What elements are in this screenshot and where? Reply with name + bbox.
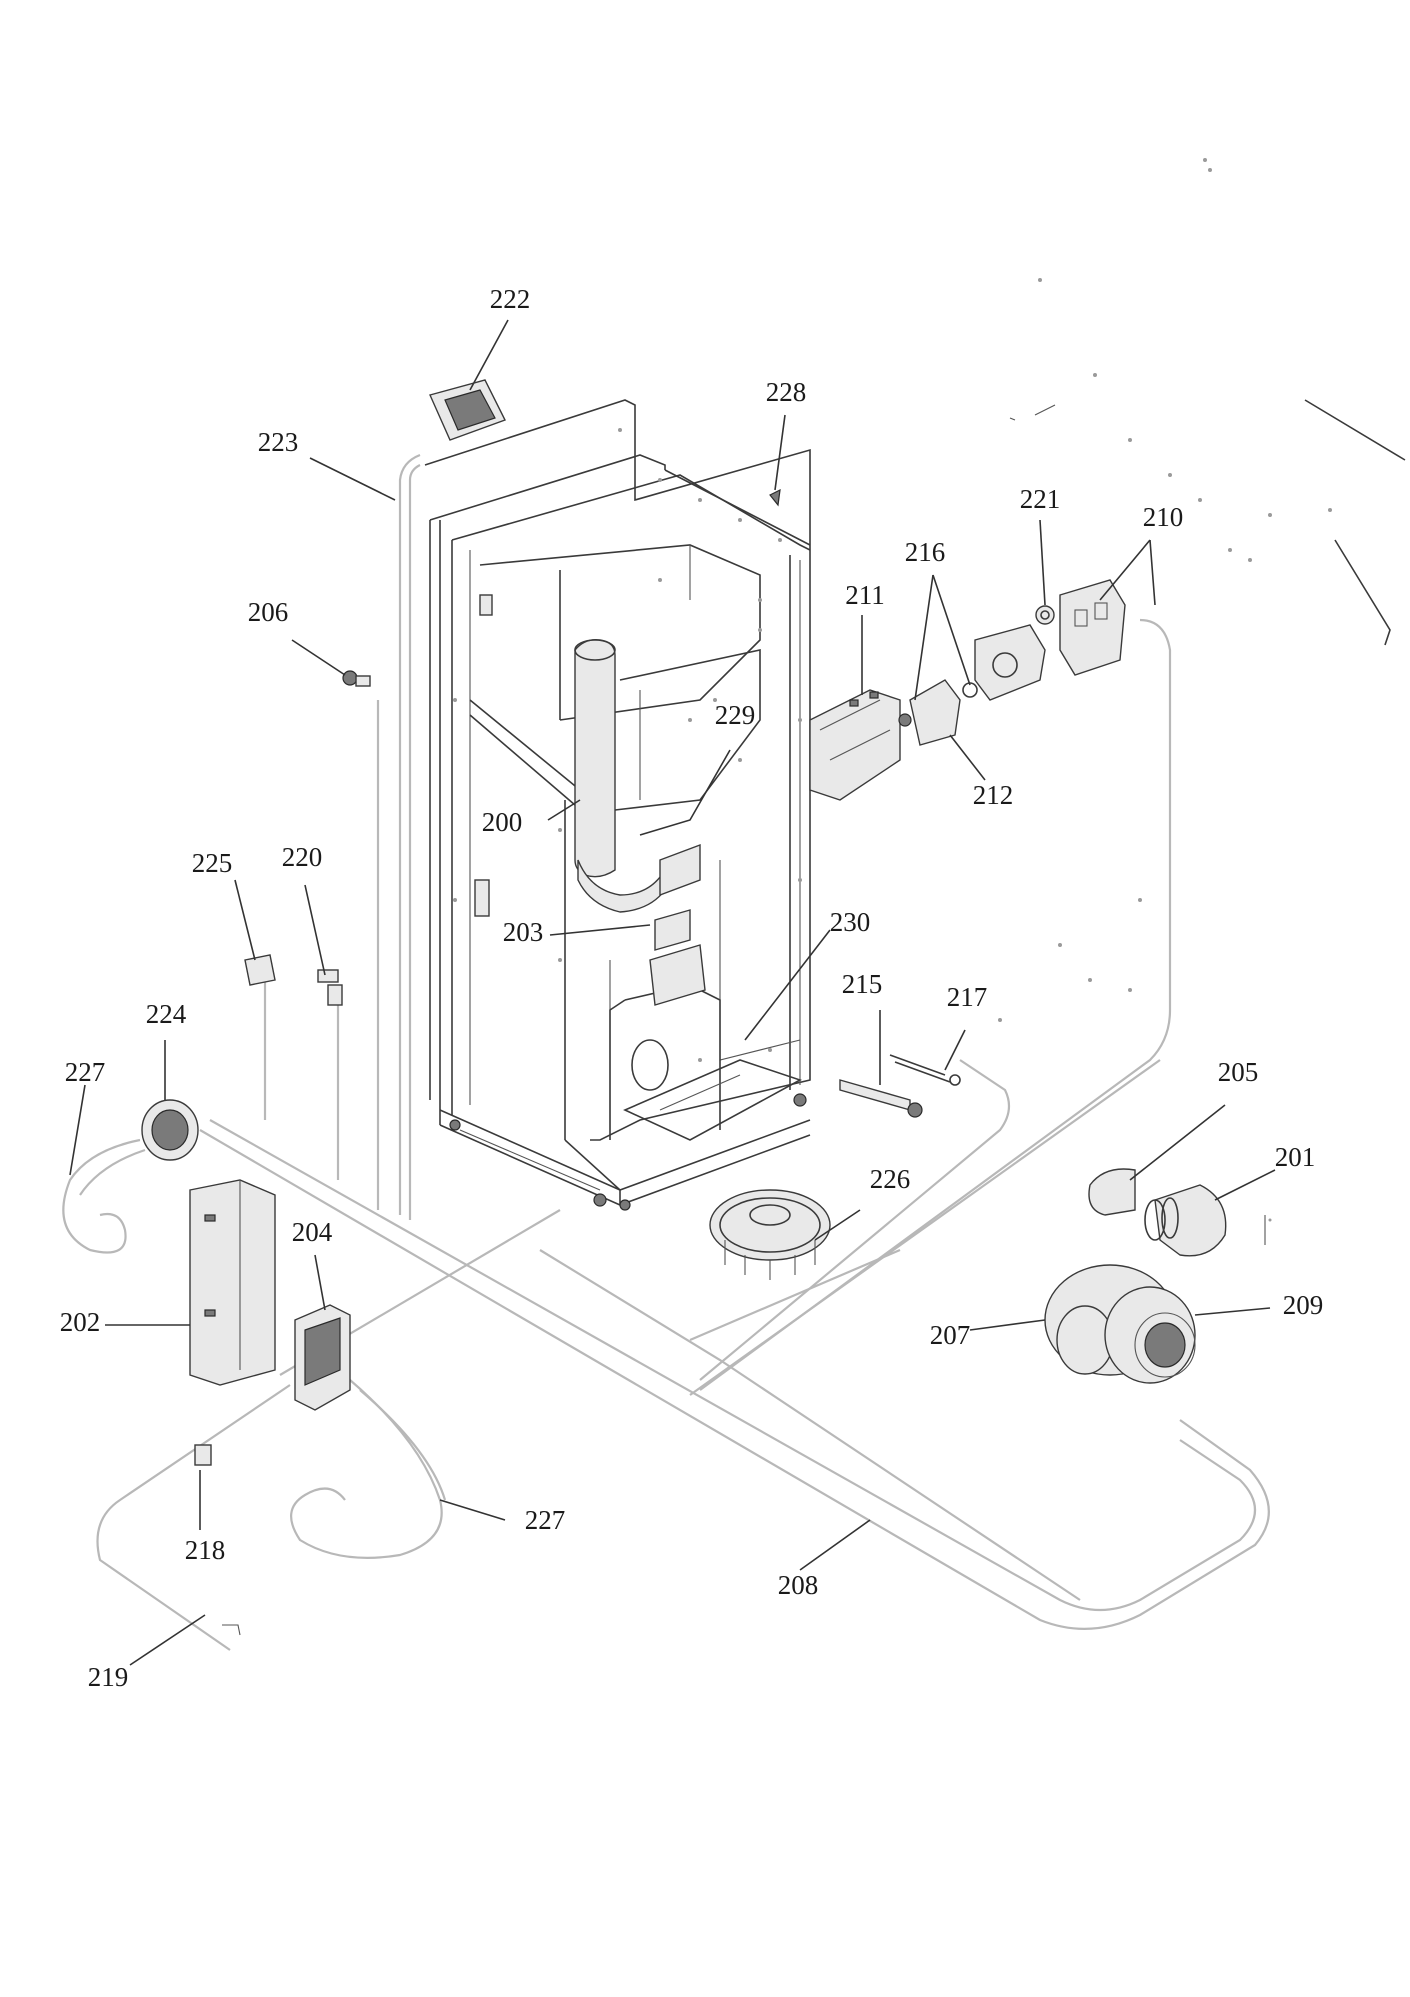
scan-artifacts bbox=[998, 158, 1406, 1245]
label-208: 208 bbox=[778, 1570, 819, 1600]
label-209: 209 bbox=[1283, 1290, 1324, 1320]
small-components bbox=[141, 379, 781, 1636]
label-225: 225 bbox=[192, 848, 233, 878]
label-202: 202 bbox=[60, 1307, 101, 1337]
label-215: 215 bbox=[842, 969, 883, 999]
label-218: 220 bbox=[282, 842, 323, 872]
label-217: 217 bbox=[947, 982, 988, 1012]
part-labels: 222 223 228 206 200 229 203 230 211 216 … bbox=[60, 284, 1324, 1692]
label-206: 206 bbox=[248, 597, 289, 627]
label-226: 226 bbox=[870, 1164, 911, 1194]
label-200: 200 bbox=[482, 807, 523, 837]
label-219: 221 bbox=[1020, 484, 1061, 514]
leader-lines bbox=[69, 319, 1276, 1666]
label-220: 218 bbox=[185, 1535, 226, 1565]
label-230: 230 bbox=[830, 907, 871, 937]
label-222: 219 bbox=[88, 1662, 129, 1692]
frame-rivets bbox=[453, 428, 802, 1062]
blowers bbox=[709, 1054, 1227, 1384]
cabinet-frame bbox=[424, 399, 811, 1211]
label-211: 211 bbox=[845, 580, 885, 610]
label-227-lower: 227 bbox=[525, 1505, 566, 1535]
label-201: 201 bbox=[1275, 1142, 1316, 1172]
label-227-upper: 227 bbox=[65, 1057, 106, 1087]
label-224: 223 bbox=[258, 427, 299, 457]
label-229: 229 bbox=[715, 700, 756, 730]
label-205: 205 bbox=[1218, 1057, 1259, 1087]
label-207: 207 bbox=[930, 1320, 971, 1350]
label-204: 204 bbox=[292, 1217, 333, 1247]
label-210: 210 bbox=[1143, 502, 1184, 532]
auger-motor-assembly bbox=[809, 579, 1126, 801]
label-223: 222 bbox=[490, 284, 531, 314]
label-212: 212 bbox=[973, 780, 1014, 810]
label-203: 203 bbox=[503, 917, 544, 947]
wiring-harness bbox=[62, 453, 1270, 1651]
label-216: 216 bbox=[905, 537, 946, 567]
label-228: 228 bbox=[766, 377, 807, 407]
label-221: 224 bbox=[146, 999, 187, 1029]
